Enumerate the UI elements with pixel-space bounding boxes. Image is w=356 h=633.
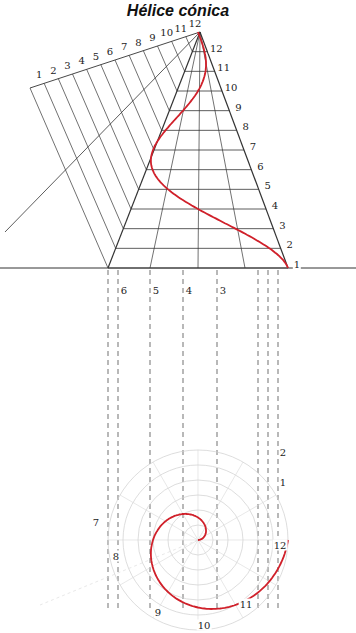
plan-radius (198, 540, 276, 585)
plan-construction (40, 540, 198, 605)
point-number: 1 (293, 259, 301, 270)
point-number: 10 (224, 82, 239, 93)
point-number: 12 (188, 18, 203, 29)
hatch-line (44, 83, 116, 248)
level-line (154, 150, 244, 151)
point-number: 11 (216, 62, 231, 73)
point-number: 4 (77, 55, 85, 66)
point-number: 11 (173, 22, 188, 33)
helix-plan (151, 514, 288, 609)
projection-line (258, 270, 259, 610)
point-number: 6 (120, 285, 128, 296)
hatch-line (186, 37, 193, 52)
point-number: 6 (106, 46, 114, 57)
point-number: 7 (249, 141, 257, 152)
plan-radius (198, 540, 199, 630)
level-line (185, 71, 215, 72)
hatch-line (73, 74, 132, 209)
point-number: 5 (92, 50, 100, 61)
point-number: 3 (63, 60, 71, 71)
point-number: 11 (239, 599, 254, 610)
level-line (116, 248, 281, 249)
point-number: 12 (273, 540, 288, 551)
point-number: 6 (256, 160, 264, 171)
point-number: 9 (234, 101, 242, 112)
projection-line (108, 270, 109, 610)
point-number: 1 (35, 69, 43, 80)
point-number: 2 (279, 447, 287, 458)
point-number: 4 (185, 285, 193, 296)
ground-line (0, 268, 356, 269)
plan-radius (198, 462, 243, 540)
plan-radius (198, 540, 243, 618)
title: Hélice cónica (0, 2, 356, 20)
point-number: 3 (219, 285, 227, 296)
plan-radius (198, 495, 276, 540)
level-line (177, 91, 222, 92)
construction-line (5, 32, 200, 232)
point-number: 7 (92, 517, 100, 528)
point-number: 4 (271, 200, 279, 211)
level-line (123, 228, 273, 229)
hatch-line (143, 51, 169, 111)
plan-radius (120, 495, 198, 540)
projection-line (217, 270, 218, 610)
hatch-line (172, 41, 185, 71)
level-line (169, 110, 229, 111)
point-number: 9 (154, 607, 162, 618)
point-number: 3 (278, 219, 286, 230)
hatch-line (87, 69, 139, 189)
point-number: 8 (134, 36, 142, 47)
point-number: 5 (152, 285, 160, 296)
point-number: 9 (148, 32, 156, 43)
plan-circle (108, 450, 288, 630)
hatch-line (129, 55, 162, 130)
point-number: 5 (263, 180, 271, 191)
point-number: 12 (209, 42, 224, 53)
point-number: 2 (285, 239, 293, 250)
level-line (162, 130, 237, 131)
plan-radius (120, 540, 198, 585)
point-number: 10 (197, 620, 212, 631)
hatch-line (115, 60, 154, 150)
helix-elevation (151, 32, 288, 268)
point-number: 8 (112, 551, 120, 562)
point-number: 2 (49, 64, 57, 75)
plan-radius (198, 450, 199, 540)
level-line (139, 189, 259, 190)
projection-line (278, 270, 279, 610)
projection-line (268, 270, 269, 610)
projection-line (183, 270, 184, 610)
hatch-line (30, 88, 108, 268)
point-number: 7 (120, 41, 128, 52)
level-line (146, 169, 251, 170)
hatch-line (58, 79, 123, 229)
point-number: 1 (279, 477, 287, 488)
hatch-line (158, 46, 178, 91)
point-number: 8 (241, 121, 249, 132)
level-line (108, 268, 288, 269)
point-number: 10 (159, 27, 174, 38)
